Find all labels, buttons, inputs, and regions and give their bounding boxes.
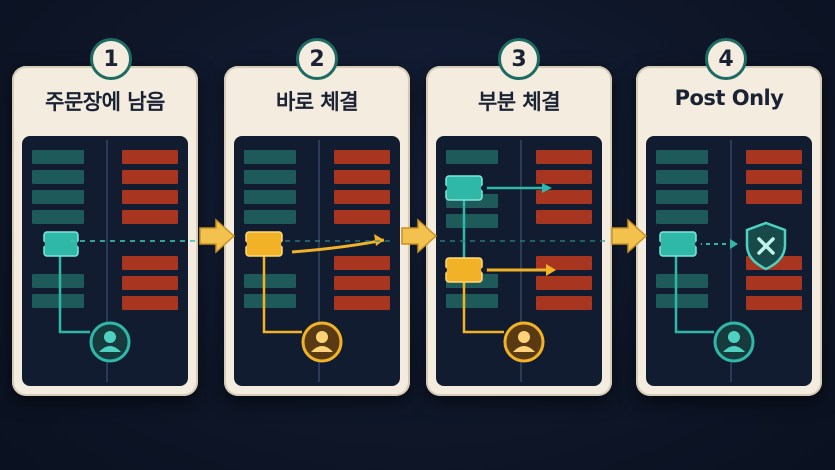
- bid-level: [446, 214, 498, 228]
- ask-level: [746, 276, 802, 290]
- step-panel-immediate-fill: 바로 체결: [224, 66, 410, 396]
- bid-level: [32, 150, 84, 164]
- user-icon: [89, 321, 131, 363]
- arrow-right-icon: [401, 218, 438, 254]
- order-connector: [39, 231, 90, 334]
- ask-level: [334, 296, 390, 310]
- user-icon: [301, 321, 343, 363]
- bid-level: [244, 170, 296, 184]
- bid-level: [656, 294, 708, 308]
- order-book: [22, 136, 188, 386]
- order-connector: [655, 231, 738, 334]
- order-ticket: [445, 257, 483, 283]
- step-title: 바로 체결: [275, 90, 359, 114]
- ask-level: [746, 170, 802, 184]
- ask-level: [122, 190, 178, 204]
- order-ticket: [445, 175, 483, 201]
- order-ticket: [43, 231, 79, 257]
- ask-level: [122, 276, 178, 290]
- bid-level: [32, 210, 84, 224]
- ask-level: [536, 150, 592, 164]
- bid-level: [656, 170, 708, 184]
- bid-level: [244, 190, 296, 204]
- step-panel-post-only: Post Only: [636, 66, 822, 396]
- user-icon: [713, 321, 755, 363]
- arrow-right-icon: [611, 218, 648, 254]
- arrow-right-icon: [199, 218, 236, 254]
- ask-level: [334, 150, 390, 164]
- ask-level: [122, 150, 178, 164]
- step-title: 주문장에 남음: [45, 90, 165, 114]
- step-number-badge: 1: [90, 38, 132, 80]
- order-book: [646, 136, 812, 386]
- step-panel-partial-fill: 부분 체결: [426, 66, 612, 396]
- user-icon: [503, 321, 545, 363]
- ask-level: [122, 210, 178, 224]
- order-ticket: [245, 231, 283, 257]
- bid-level: [446, 150, 498, 164]
- bid-level: [244, 210, 296, 224]
- bid-level: [32, 190, 84, 204]
- order-book: [436, 136, 602, 386]
- bid-level: [656, 150, 708, 164]
- book-divider: [520, 140, 522, 382]
- ask-level: [122, 256, 178, 270]
- shield-x-icon: [745, 221, 787, 271]
- ask-level: [746, 190, 802, 204]
- step-number-badge: 3: [498, 38, 540, 80]
- bid-level: [32, 274, 84, 288]
- book-divider: [318, 140, 320, 382]
- bid-level: [656, 190, 708, 204]
- ask-level: [334, 276, 390, 290]
- bid-level: [244, 294, 296, 308]
- ask-level: [334, 256, 390, 270]
- step-number-badge: 2: [296, 38, 338, 80]
- ask-level: [536, 210, 592, 224]
- bid-level: [656, 210, 708, 224]
- ask-level: [746, 296, 802, 310]
- step-title: 부분 체결: [477, 90, 561, 114]
- book-divider: [106, 140, 108, 382]
- bid-level: [446, 294, 498, 308]
- order-book: [234, 136, 400, 386]
- book-divider: [730, 140, 732, 382]
- ask-level: [536, 296, 592, 310]
- bid-level: [32, 294, 84, 308]
- ask-level: [334, 170, 390, 184]
- ask-level: [536, 190, 592, 204]
- bid-level: [656, 274, 708, 288]
- order-connector: [441, 175, 556, 334]
- ask-level: [334, 190, 390, 204]
- bid-level: [244, 150, 296, 164]
- ask-level: [122, 296, 178, 310]
- bid-level: [244, 274, 296, 288]
- ask-level: [334, 210, 390, 224]
- ask-level: [536, 276, 592, 290]
- ask-level: [536, 170, 592, 184]
- order-ticket: [659, 231, 697, 257]
- ask-level: [746, 150, 802, 164]
- ask-level: [122, 170, 178, 184]
- step-number-badge: 4: [705, 38, 747, 80]
- bid-level: [32, 170, 84, 184]
- step-panel-resting: 주문장에 남음: [12, 66, 198, 396]
- step-title: Post Only: [674, 86, 784, 110]
